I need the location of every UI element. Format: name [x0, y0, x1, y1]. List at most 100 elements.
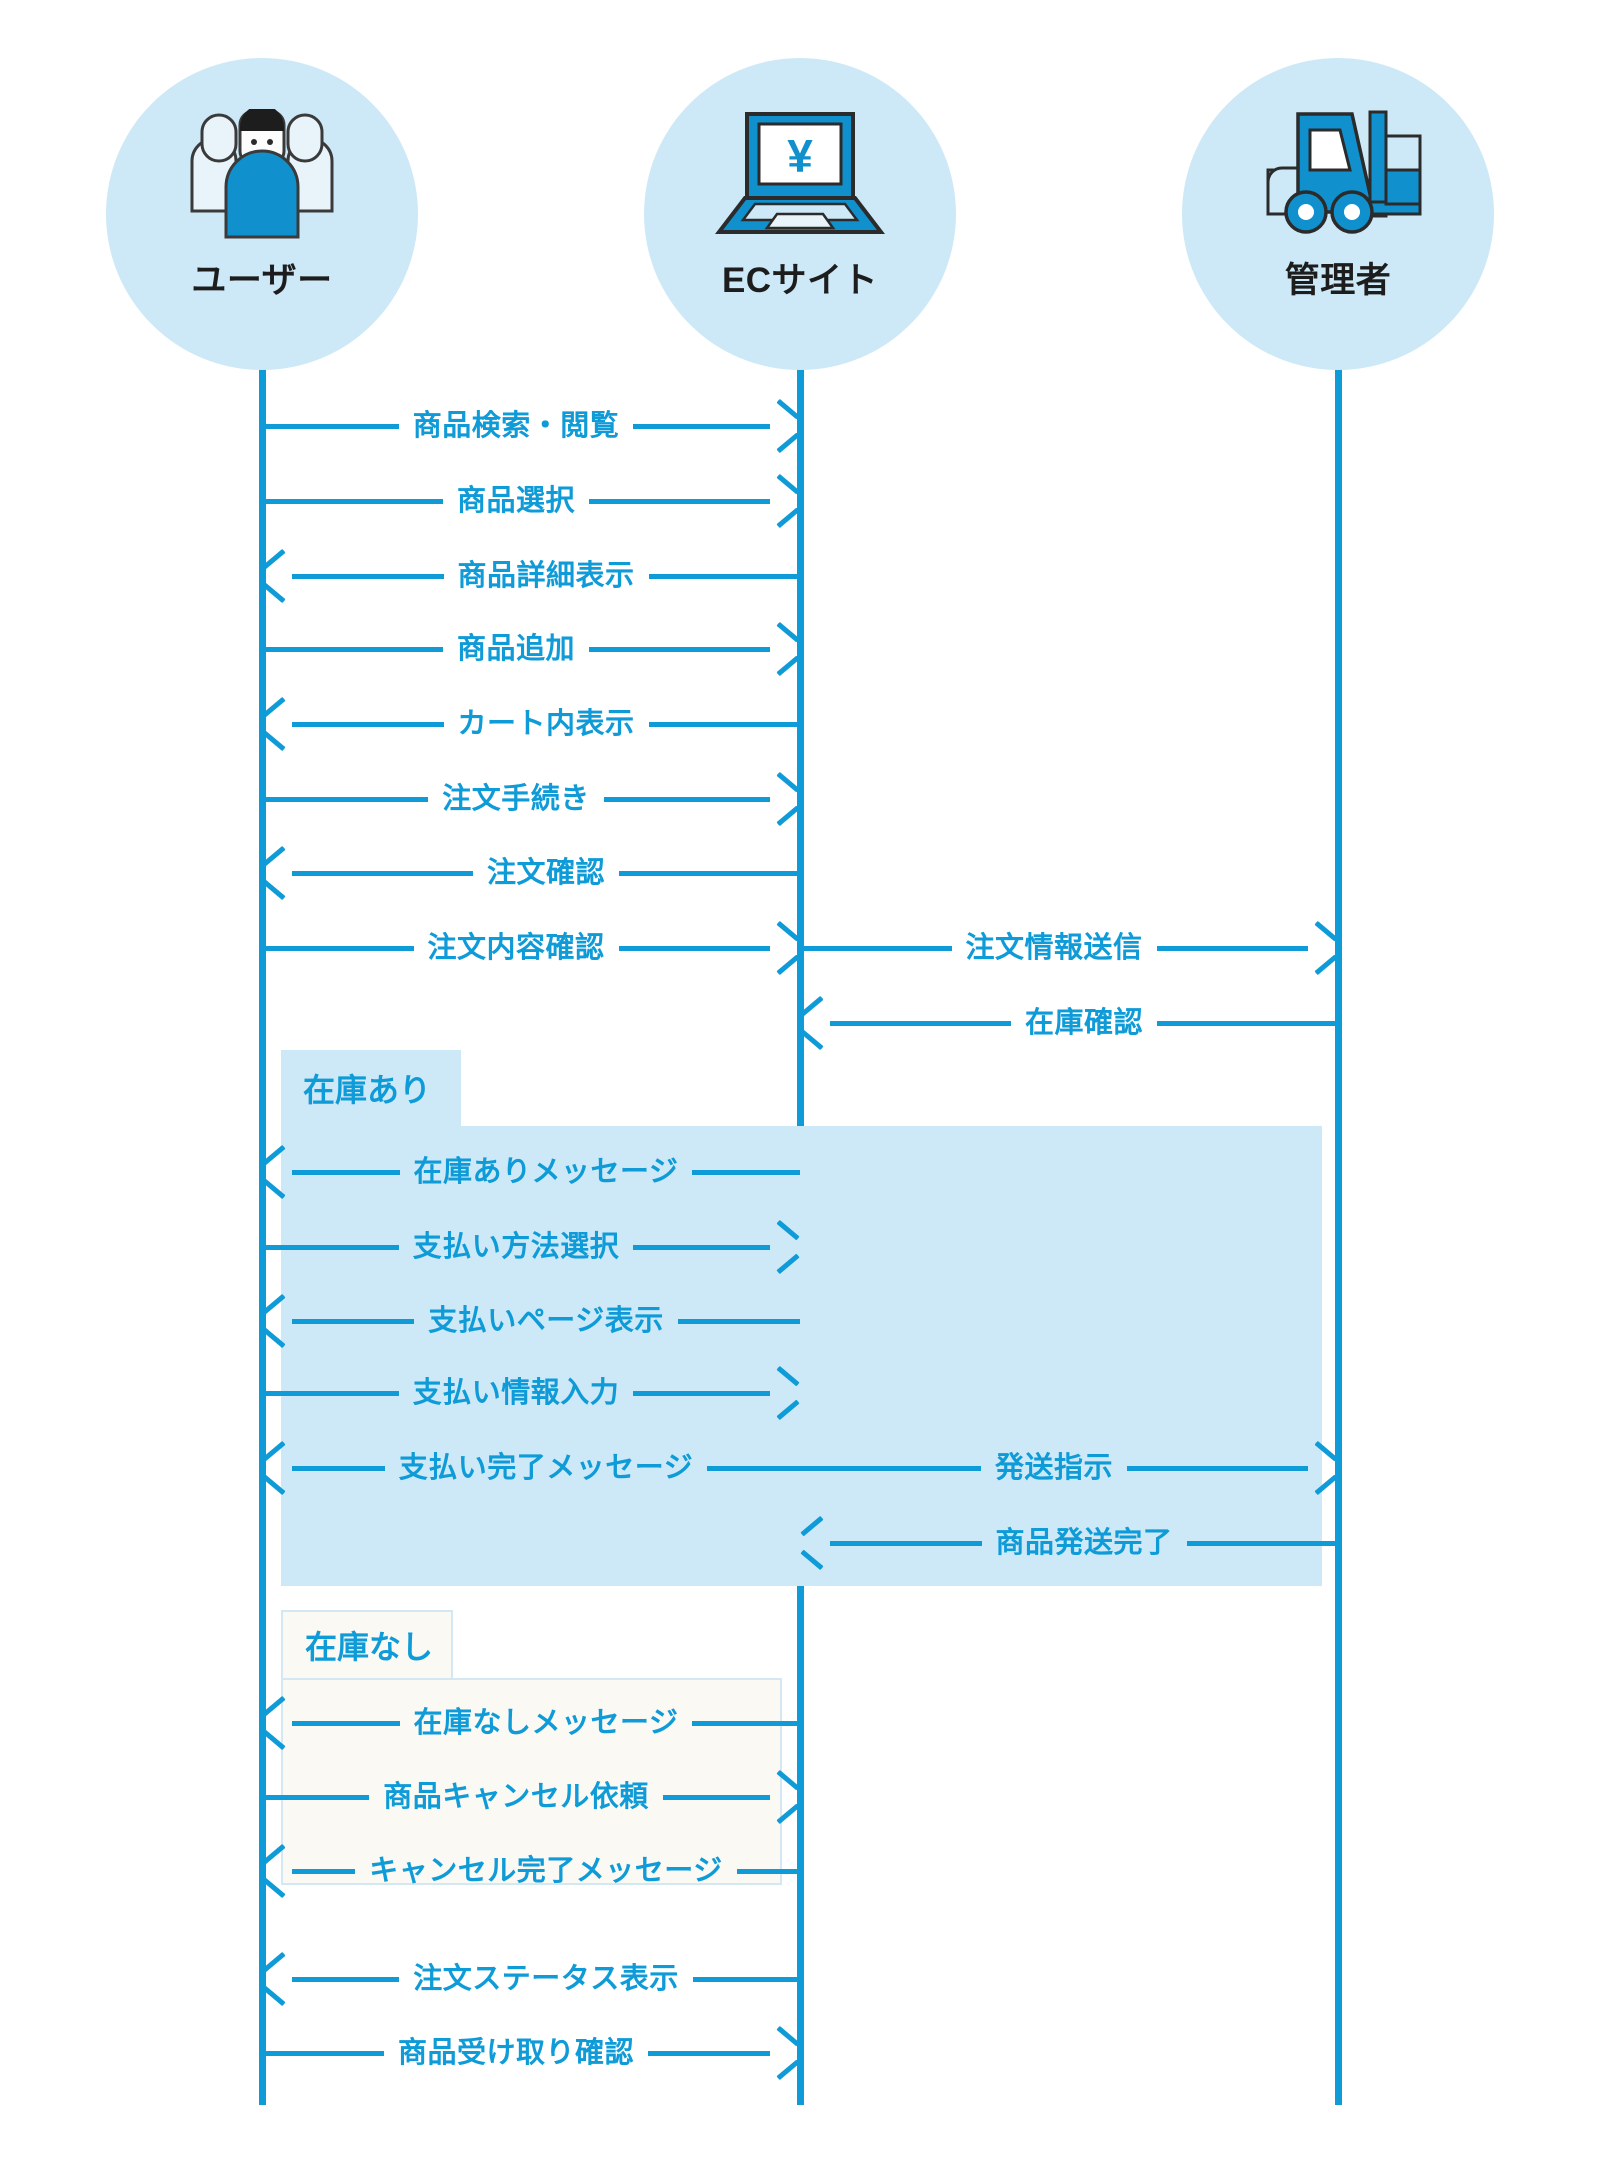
message-label: 商品受け取り確認 — [398, 2036, 635, 2069]
message-label: 商品選択 — [457, 484, 576, 517]
message-line — [589, 498, 771, 504]
message-label: 商品詳細表示 — [457, 559, 635, 592]
fragment-body — [281, 1678, 782, 1885]
message-line — [589, 646, 771, 652]
message-arrow: 支払いページ表示 — [262, 1295, 801, 1347]
message-line — [262, 796, 429, 802]
message-line — [1127, 1465, 1309, 1471]
message-label: 注文ステータス表示 — [413, 1962, 679, 1995]
fragment-in-stock: 在庫あり — [281, 1050, 1322, 1586]
message-line — [603, 796, 771, 802]
message-label: 在庫ありメッセージ — [413, 1155, 679, 1188]
arrowhead-right-icon — [770, 1780, 800, 1814]
message-label: 注文内容確認 — [427, 931, 605, 964]
message-label: 注文情報送信 — [965, 931, 1143, 964]
message-line — [262, 498, 443, 504]
message-line — [292, 721, 444, 727]
message-line — [677, 1318, 801, 1324]
message-label: 注文確認 — [487, 856, 606, 889]
arrowhead-right-icon — [1308, 931, 1338, 965]
arrowhead-right-icon — [770, 931, 800, 965]
message-line — [292, 870, 473, 876]
actor-label: ECサイト — [721, 261, 879, 300]
actor-ec[interactable]: ¥ ECサイト — [644, 58, 956, 370]
message-label: 商品発送完了 — [995, 1526, 1173, 1559]
message-line — [648, 573, 801, 579]
message-label: 在庫確認 — [1025, 1006, 1144, 1039]
arrowhead-left-icon — [800, 1006, 830, 1040]
message-line — [633, 1390, 771, 1396]
message-line — [1156, 945, 1309, 951]
message-arrow: 注文手続き — [262, 773, 800, 825]
message-line — [707, 1465, 801, 1471]
message-line — [830, 1020, 1011, 1026]
message-label: 商品追加 — [457, 632, 576, 665]
lifeline-admin — [1335, 345, 1342, 2105]
message-line — [262, 2050, 384, 2056]
message-label: 商品キャンセル依頼 — [383, 1780, 649, 1813]
message-arrow: 在庫なしメッセージ — [262, 1697, 801, 1749]
forklift-icon — [1254, 104, 1422, 244]
message-label: 商品検索・閲覧 — [412, 409, 620, 442]
arrowhead-right-icon — [770, 632, 800, 666]
people-group-icon — [190, 109, 334, 239]
fragment-body — [281, 1126, 1322, 1586]
message-line — [736, 1868, 801, 1874]
message-label: カート内表示 — [457, 707, 635, 740]
arrowhead-left-icon — [262, 1854, 292, 1888]
arrowhead-left-icon — [262, 1155, 292, 1189]
message-line — [619, 870, 801, 876]
message-line — [633, 1244, 771, 1250]
message-line — [262, 646, 443, 652]
message-arrow: キャンセル完了メッセージ — [262, 1845, 801, 1897]
actor-admin[interactable]: 管理者 — [1182, 58, 1494, 370]
arrowhead-left-icon — [262, 707, 292, 741]
message-line — [800, 1465, 981, 1471]
message-line — [618, 945, 771, 951]
message-arrow: 商品キャンセル依頼 — [262, 1771, 800, 1823]
laptop-yen-icon: ¥ — [715, 104, 885, 244]
message-line — [633, 423, 771, 429]
arrowhead-left-icon — [262, 559, 292, 593]
arrowhead-left-icon — [262, 1962, 292, 1996]
message-arrow: 在庫確認 — [800, 997, 1339, 1049]
fragment-label-out-of-stock: 在庫なし — [281, 1610, 453, 1678]
arrowhead-left-icon — [262, 1304, 292, 1338]
message-line — [830, 1540, 982, 1546]
message-arrow: 商品検索・閲覧 — [262, 400, 800, 452]
message-label: 発送指示 — [995, 1451, 1114, 1484]
message-line — [292, 573, 444, 579]
message-line — [262, 1244, 399, 1250]
arrowhead-left-icon — [262, 1451, 292, 1485]
message-arrow: 商品発送完了 — [800, 1517, 1339, 1569]
message-line — [692, 1720, 801, 1726]
message-line — [662, 1794, 771, 1800]
message-arrow: 商品追加 — [262, 623, 800, 675]
message-line — [292, 1169, 400, 1175]
message-arrow: カート内表示 — [262, 698, 801, 750]
message-line — [692, 1169, 801, 1175]
message-label: 在庫なしメッセージ — [413, 1706, 679, 1739]
arrowhead-right-icon — [1308, 1451, 1338, 1485]
people-group-icon — [178, 104, 346, 244]
arrowhead-left-icon — [262, 856, 292, 890]
message-arrow: 注文情報送信 — [800, 922, 1338, 974]
message-line — [648, 2050, 771, 2056]
message-label: 支払い完了メッセージ — [398, 1451, 694, 1484]
message-line — [692, 1976, 801, 1982]
message-line — [292, 1976, 400, 1982]
actor-user[interactable]: ユーザー — [106, 58, 418, 370]
message-arrow: 注文内容確認 — [262, 922, 800, 974]
message-arrow: 商品受け取り確認 — [262, 2027, 800, 2079]
message-arrow: 発送指示 — [800, 1442, 1338, 1494]
message-label: 支払いページ表示 — [428, 1304, 664, 1337]
message-arrow: 在庫ありメッセージ — [262, 1146, 801, 1198]
arrowhead-right-icon — [770, 1230, 800, 1264]
actor-label: 管理者 — [1284, 261, 1392, 300]
message-line — [292, 1465, 385, 1471]
message-line — [800, 945, 952, 951]
message-arrow: 商品詳細表示 — [262, 550, 801, 602]
fragment-label-in-stock: 在庫あり — [281, 1050, 461, 1126]
svg-text:¥: ¥ — [787, 130, 813, 182]
arrowhead-left-icon — [800, 1526, 830, 1560]
